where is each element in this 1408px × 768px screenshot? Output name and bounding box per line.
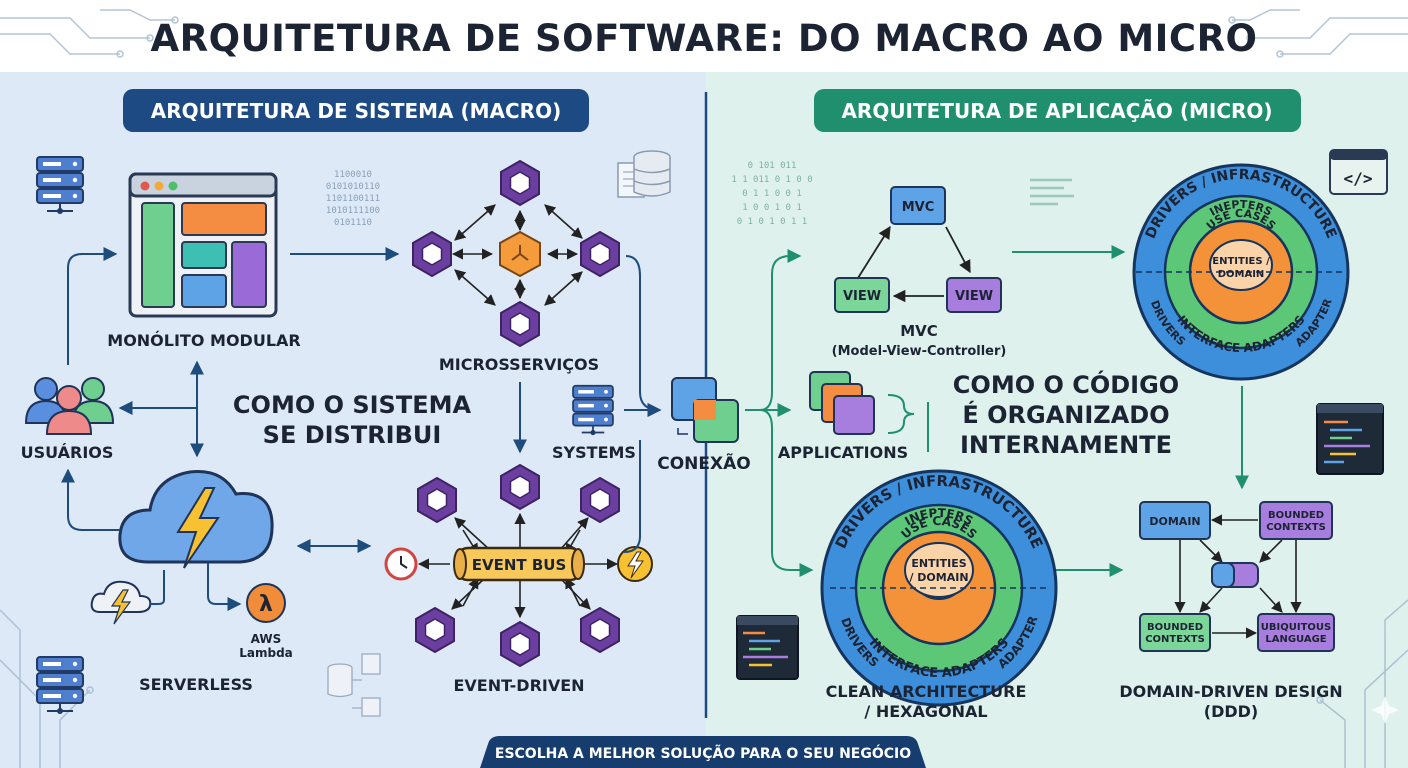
binary-decoration-left: 1100010 0101010110 1101100111 1010111100…: [326, 170, 380, 228]
microservices-label: MICROSSERVIÇOS: [439, 355, 599, 374]
serverless-label: SERVERLESS: [139, 675, 253, 694]
hex-ring-inepters: INEPTERS: [1207, 198, 1274, 219]
clean-core-line2: / DOMAIN: [909, 571, 968, 584]
event-bus-label: EVENT BUS: [472, 556, 567, 574]
applications-label: APPLICATIONS: [778, 443, 908, 462]
sparkle-icon: [1371, 696, 1399, 724]
code-window-icon: </>: [1329, 149, 1388, 195]
svg-text:1101100111: 1101100111: [326, 194, 380, 204]
users-icon: [24, 377, 115, 435]
title-bar-bg: [0, 0, 1408, 72]
ddd-domain: DOMAIN: [1149, 515, 1200, 528]
text-lines-decoration: [1030, 178, 1074, 206]
circuit-decoration: [0, 9, 1408, 768]
svg-text:0101110: 0101110: [334, 218, 372, 228]
footer-text: ESCOLHA A MELHOR SOLUÇÃO PARA O SEU NEGÓ…: [495, 744, 911, 762]
ddd-label-line2: (DDD): [1204, 702, 1258, 721]
hex-core-line2: DOMAIN: [1218, 269, 1265, 280]
ddd-bounded-bottom-2: CONTEXTS: [1145, 634, 1205, 645]
ddd-ubiquitous-1: UBIQUITOUS: [1261, 622, 1331, 633]
right-header-pill: [814, 89, 1301, 132]
event-driven-label: EVENT-DRIVEN: [453, 676, 584, 695]
clean-label-line1: CLEAN ARCHITECTURE: [826, 682, 1027, 701]
clean-ring-inepters: INEPTERS: [902, 506, 975, 528]
svg-text:λ: λ: [259, 592, 273, 617]
aws-label-line2: Lambda: [239, 646, 293, 660]
hex-core-line1: ENTITIES /: [1212, 256, 1270, 267]
systems-label: SYSTEMS: [552, 443, 636, 462]
left-caption-line1: COMO O SISTEMA: [233, 391, 472, 419]
binary-decoration-right: 0 101 011 1 1 011 0 1 0 0 0 1 1 0 0 1 1 …: [731, 161, 812, 227]
mvc-view-right: VIEW: [955, 289, 993, 304]
aws-lambda-icon: λ: [246, 583, 286, 623]
svg-text:0101010110: 0101010110: [326, 182, 380, 192]
code-editor-icon: [1316, 403, 1384, 475]
svg-text:0 101 011: 0 101 011: [748, 161, 797, 171]
svg-text:0 1 0 1 0 1 1: 0 1 0 1 0 1 1: [737, 217, 807, 227]
svg-text:1 0 0 1 0 1: 1 0 0 1 0 1: [742, 203, 802, 213]
ddd-bounded-top-1: BOUNDED: [1268, 510, 1324, 521]
applications-icon: [809, 371, 875, 435]
clean-architecture-circle: [820, 469, 1058, 707]
ddd-bounded-top-2: CONTEXTS: [1266, 522, 1326, 533]
right-caption-line2: É ORGANIZADO: [962, 400, 1169, 429]
connection-label: CONEXÃO: [657, 451, 750, 474]
monolith-label: MONÓLITO MODULAR: [107, 331, 300, 350]
page-title: ARQUITETURA DE SOFTWARE: DO MACRO AO MIC…: [150, 17, 1257, 60]
event-driven-diagram: [384, 464, 653, 667]
mvc-model-box: MVC: [902, 200, 935, 215]
svg-text:</>: </>: [1344, 169, 1373, 188]
monolith-icon: [128, 172, 278, 318]
hexagonal-circle: [1132, 163, 1350, 381]
mvc-label: MVC: [900, 322, 938, 340]
right-section-header: ARQUITETURA DE APLICAÇÃO (MICRO): [841, 99, 1272, 123]
small-cloud-icon: [90, 580, 152, 625]
mvc-view-left: VIEW: [843, 289, 881, 304]
right-caption-line3: INTERNAMENTE: [960, 431, 1172, 459]
connection-icon: [671, 377, 739, 443]
left-header-pill: [123, 89, 589, 132]
cloud-lightning-icon: [118, 469, 274, 569]
footer-banner: [480, 736, 926, 768]
database-files-icon: [327, 653, 381, 717]
right-connectors: [745, 245, 1249, 577]
mvc-diagram: [834, 186, 1002, 313]
clean-label-line2: / HEXAGONAL: [864, 702, 987, 721]
code-editor-icon-bottom: [736, 615, 799, 680]
svg-text:0 1 1 0 0 1: 0 1 1 0 0 1: [742, 189, 802, 199]
ddd-label-line1: DOMAIN-DRIVEN DESIGN: [1119, 682, 1342, 701]
ddd-diagram: [1139, 501, 1335, 652]
left-caption-line2: SE DISTRIBUI: [263, 421, 442, 449]
ddd-ubiquitous-2: LANGUAGE: [1265, 634, 1326, 645]
ddd-bounded-bottom-1: BOUNDED: [1147, 622, 1203, 633]
mvc-sublabel: (Model-View-Controller): [832, 344, 1007, 359]
left-connectors: [61, 247, 662, 611]
svg-text:1100010: 1100010: [334, 170, 372, 180]
users-label: USUÁRIOS: [21, 443, 114, 462]
database-icon: [617, 150, 671, 198]
svg-text:1 1 011 0 1 0 0: 1 1 011 0 1 0 0: [731, 175, 812, 185]
aws-label-line1: AWS: [251, 632, 282, 646]
left-section-header: ARQUITETURA DE SISTEMA (MACRO): [151, 99, 561, 123]
svg-text:1010111100: 1010111100: [326, 206, 380, 216]
clean-core-line1: ENTITIES: [911, 557, 966, 570]
right-caption-line1: COMO O CÓDIGO: [953, 369, 1179, 399]
microservices-diagram: [412, 160, 620, 347]
